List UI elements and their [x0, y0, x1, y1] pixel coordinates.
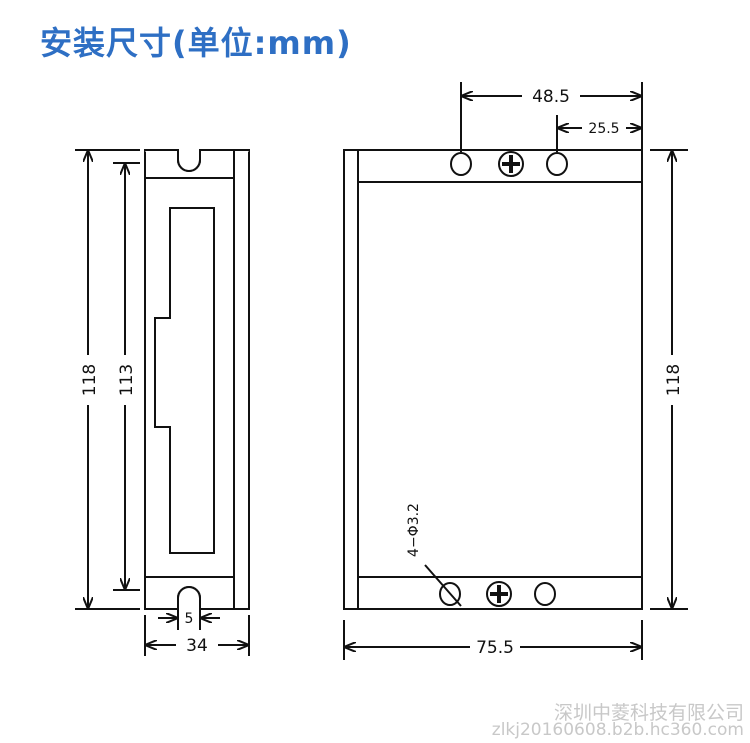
dim-slot-5	[158, 600, 220, 630]
dim-front-75-5-label: 75.5	[476, 638, 514, 658]
mount-hole-bottom-left	[439, 582, 461, 606]
side-view	[144, 148, 250, 610]
dim-side-34-label: 34	[186, 636, 208, 656]
dim-side-118-label: 118	[80, 364, 100, 396]
dim-front-48-5-label: 48.5	[532, 87, 570, 107]
front-body-outline	[343, 149, 643, 610]
dim-side-113-label: 113	[117, 364, 137, 396]
dim-front-118	[650, 149, 688, 610]
dim-front-25-5-label: 25.5	[588, 121, 619, 137]
hole-spec-label: 4−Φ3.2	[406, 503, 422, 557]
dim-front-25-5	[556, 115, 642, 152]
front-view	[343, 149, 643, 610]
dim-side-113	[113, 162, 140, 591]
dim-slot-5-label: 5	[185, 611, 194, 627]
terminal-block-profile	[154, 207, 215, 554]
page-title: 安装尺寸(单位:mm)	[40, 24, 352, 62]
screw-top	[498, 151, 524, 177]
watermark-company: 深圳中菱科技有限公司	[553, 702, 744, 724]
dim-side-34	[144, 615, 250, 656]
dim-front-75-5	[343, 620, 643, 660]
mount-hole-top-right	[546, 152, 568, 176]
dim-front-118-label: 118	[664, 364, 684, 396]
mount-hole-top-left	[450, 152, 472, 176]
screw-bottom	[486, 581, 512, 607]
watermark-site: zlkj20160608.b2b.hc360.com	[491, 720, 744, 740]
mount-hole-bottom-right	[534, 582, 556, 606]
dim-side-118	[75, 149, 140, 610]
dim-front-48-5	[460, 82, 643, 152]
